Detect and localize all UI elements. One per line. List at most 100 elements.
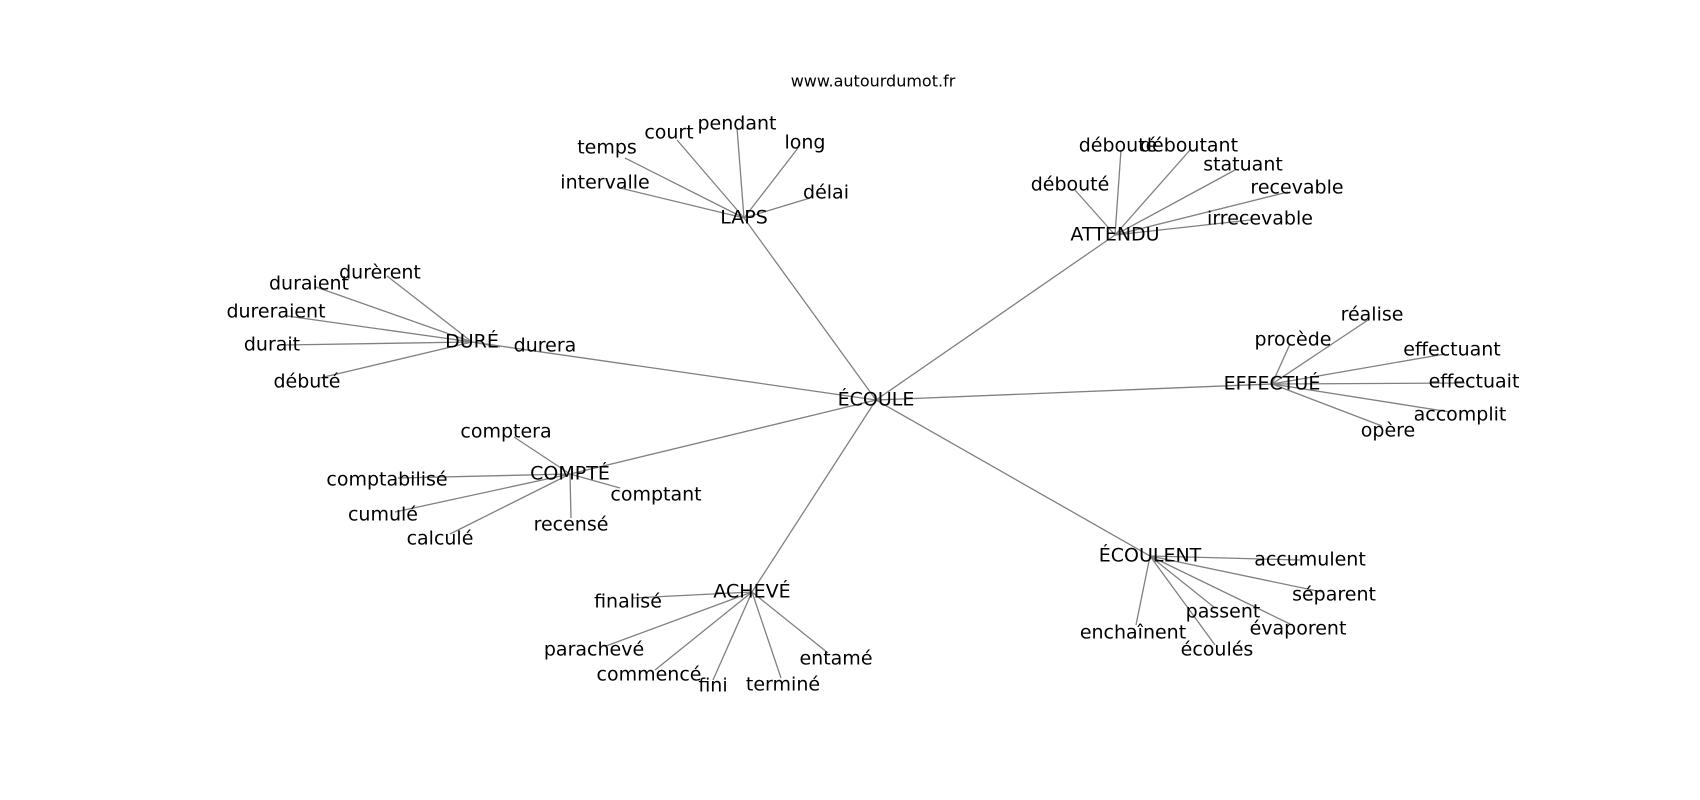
word-label-court[interactable]: court xyxy=(644,122,693,144)
edge-ecoulent-to-separent xyxy=(1149,555,1323,593)
source-url[interactable]: www.autourdumot.fr xyxy=(791,72,956,91)
word-label-durerent[interactable]: durèrent xyxy=(339,262,421,284)
edge-attendu-to-deboute xyxy=(1074,189,1116,236)
edge-compte-to-cumule xyxy=(394,473,571,513)
word-label-termine[interactable]: terminé xyxy=(746,674,820,696)
word-label-paracheve[interactable]: parachevé xyxy=(544,639,644,661)
word-label-intervalle[interactable]: intervalle xyxy=(560,172,649,194)
edge-acheve-to-fini xyxy=(712,591,753,681)
edge-ecoulent-to-evaporent xyxy=(1149,555,1291,625)
word-label-temps[interactable]: temps xyxy=(577,137,637,159)
word-label-calcule[interactable]: calculé xyxy=(407,528,474,550)
word-label-dureraient[interactable]: dureraient xyxy=(226,301,325,323)
edge-acheve-to-paracheve xyxy=(605,591,753,647)
edge-acheve-to-termine xyxy=(751,591,782,679)
word-label-comptant[interactable]: comptant xyxy=(610,484,701,506)
edge-compte-to-comptant xyxy=(569,473,621,489)
word-label-recense[interactable]: recensé xyxy=(534,514,609,536)
edge-effectue-to-procede xyxy=(1271,343,1291,385)
word-label-cumule[interactable]: cumulé xyxy=(348,504,418,526)
root-word-label[interactable]: ÉCOULE xyxy=(838,388,915,411)
edge-dure-to-debute xyxy=(319,341,473,379)
word-label-effectuant[interactable]: effectuant xyxy=(1403,339,1501,361)
edges-layer xyxy=(282,127,1466,681)
edge-dure-to-dureraient xyxy=(286,315,473,343)
word-label-pendant[interactable]: pendant xyxy=(698,113,777,135)
hub-label-attendu[interactable]: ATTENDU xyxy=(1070,224,1159,246)
edge-acheve-to-finalise xyxy=(631,591,753,599)
edge-dure-to-durerent xyxy=(386,275,473,343)
edge-effectue-to-opere xyxy=(1271,383,1383,427)
word-label-commence[interactable]: commencé xyxy=(597,664,702,686)
word-label-comptabilise[interactable]: comptabilisé xyxy=(326,469,447,491)
edge-laps-to-temps xyxy=(624,157,745,219)
edge-effectue-to-accomplit xyxy=(1271,383,1451,413)
word-label-durera[interactable]: durera xyxy=(514,335,577,357)
word-label-enchainent[interactable]: enchaînent xyxy=(1080,622,1186,644)
edge-dure-to-durera xyxy=(471,341,501,348)
edge-attendu-to-deboute xyxy=(1114,149,1122,236)
word-label-ecoules[interactable]: écoulés xyxy=(1181,639,1254,661)
hub-label-dure[interactable]: DURÉ xyxy=(445,330,499,353)
edge-root-to-compte xyxy=(569,399,877,475)
hub-label-compte[interactable]: COMPTÉ xyxy=(530,462,610,485)
edge-dure-to-duraient xyxy=(315,286,473,343)
edge-acheve-to-entame xyxy=(751,591,829,654)
edge-effectue-to-effectuant xyxy=(1271,353,1446,385)
word-label-separent[interactable]: séparent xyxy=(1292,584,1376,606)
edge-laps-to-delai xyxy=(743,197,811,219)
word-label-irrecevable[interactable]: irrecevable xyxy=(1207,208,1313,230)
word-label-opere[interactable]: opère xyxy=(1361,420,1415,442)
edge-laps-to-intervalle xyxy=(619,187,745,219)
word-label-entame[interactable]: entamé xyxy=(799,648,872,670)
word-label-evaporent[interactable]: évaporent xyxy=(1250,618,1347,640)
word-label-accomplit[interactable]: accomplit xyxy=(1414,404,1507,426)
edge-attendu-to-recevable xyxy=(1114,191,1289,236)
edge-attendu-to-irrecevable xyxy=(1114,219,1251,236)
hub-label-ecoulent[interactable]: ÉCOULENT xyxy=(1099,544,1202,567)
word-label-delai[interactable]: délai xyxy=(803,182,849,204)
word-label-deboute[interactable]: débouté xyxy=(1031,174,1110,196)
word-label-statuant[interactable]: statuant xyxy=(1203,154,1283,176)
edge-effectue-to-effectuait xyxy=(1271,382,1466,385)
word-label-passent[interactable]: passent xyxy=(1186,601,1261,623)
edge-laps-to-long xyxy=(743,147,799,219)
edge-ecoulent-to-accumulent xyxy=(1149,555,1301,561)
word-label-recevable[interactable]: recevable xyxy=(1250,177,1343,199)
word-label-durait[interactable]: durait xyxy=(244,334,300,356)
hub-label-acheve[interactable]: ACHEVÉ xyxy=(713,580,790,603)
word-label-deboute[interactable]: débouté xyxy=(1079,135,1158,157)
word-label-accumulent[interactable]: accumulent xyxy=(1254,549,1366,571)
edge-laps-to-pendant xyxy=(736,127,745,219)
word-label-duraient[interactable]: duraient xyxy=(269,273,349,295)
edge-root-to-attendu xyxy=(875,234,1116,401)
edge-laps-to-court xyxy=(676,139,745,219)
word-label-debute[interactable]: débuté xyxy=(274,371,341,393)
edge-compte-to-comptabilise xyxy=(397,473,571,479)
word-label-fini[interactable]: fini xyxy=(698,675,727,697)
edge-compte-to-calcule xyxy=(449,473,571,535)
edge-root-to-acheve xyxy=(751,399,877,593)
edge-compte-to-recense xyxy=(569,473,572,519)
word-label-long[interactable]: long xyxy=(784,132,825,154)
edge-root-to-laps xyxy=(743,217,877,401)
hub-label-laps[interactable]: LAPS xyxy=(720,207,768,229)
word-label-deboutant[interactable]: déboutant xyxy=(1140,135,1238,157)
word-label-realise[interactable]: réalise xyxy=(1341,304,1404,326)
edge-root-to-effectue xyxy=(875,383,1273,401)
edge-root-to-dure xyxy=(471,341,877,401)
edge-ecoulent-to-ecoules xyxy=(1149,555,1216,646)
word-label-finalise[interactable]: finalisé xyxy=(594,591,662,613)
word-label-effectuait[interactable]: effectuait xyxy=(1429,371,1520,393)
edge-compte-to-comptera xyxy=(513,436,571,475)
edge-dure-to-durait xyxy=(282,341,473,346)
word-label-comptera[interactable]: comptera xyxy=(460,421,551,443)
word-label-procede[interactable]: procède xyxy=(1255,329,1332,351)
hub-label-effectue[interactable]: EFFECTUÉ xyxy=(1224,372,1321,395)
edge-attendu-to-statuant xyxy=(1114,169,1236,236)
edge-ecoulent-to-passent xyxy=(1149,555,1216,609)
edge-ecoulent-to-enchainent xyxy=(1135,555,1151,626)
edge-effectue-to-realise xyxy=(1271,319,1369,385)
